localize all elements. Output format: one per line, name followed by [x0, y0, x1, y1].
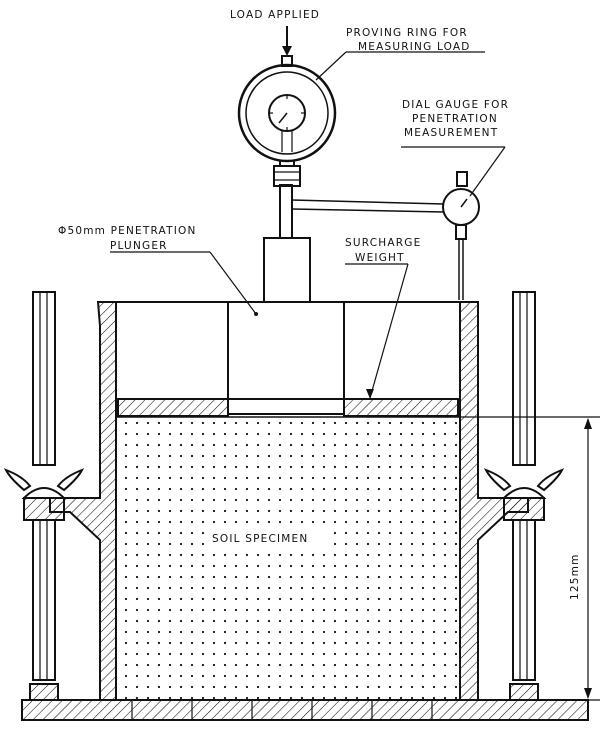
load-arrow-icon: [282, 46, 292, 56]
label-load-applied: LOAD APPLIED: [230, 9, 320, 21]
proving-ring: [237, 26, 337, 239]
surcharge-weight: [117, 398, 459, 417]
label-plunger-2: PLUNGER: [110, 240, 168, 252]
label-dial-gauge-3: MEASUREMENT: [404, 127, 498, 139]
dimension-arrow-down-icon: [584, 688, 592, 699]
dimension-125mm: 125mm: [460, 416, 600, 701]
label-proving-ring-1: PROVING RING FOR: [346, 27, 468, 39]
label-dial-gauge-1: DIAL GAUGE FOR: [402, 99, 509, 111]
wing-nut-right-icon: [501, 487, 547, 499]
label-soil-specimen: SOIL SPECIMEN: [212, 533, 308, 545]
tie-rod-left: [3, 291, 85, 701]
label-surcharge-1: SURCHARGE: [345, 237, 421, 249]
leader-lines: [110, 51, 506, 399]
dimension-arrow-up-icon: [584, 418, 592, 429]
label-plunger-1: Φ50mm PENETRATION: [58, 225, 197, 237]
soil-label-bg: [206, 528, 330, 548]
label-proving-ring-2: MEASURING LOAD: [358, 41, 471, 53]
penetration-plunger: [227, 237, 345, 415]
base-plate: [21, 699, 589, 721]
extension-collar: [115, 301, 461, 400]
tie-rod-right: [483, 291, 565, 701]
dial-gauge: [291, 171, 480, 300]
dimension-label: 125mm: [569, 554, 581, 601]
soil-specimen: [115, 416, 461, 701]
label-dial-gauge-2: PENETRATION: [412, 113, 498, 125]
label-surcharge-2: WEIGHT: [355, 252, 405, 264]
wing-nut-left-icon: [21, 487, 67, 499]
